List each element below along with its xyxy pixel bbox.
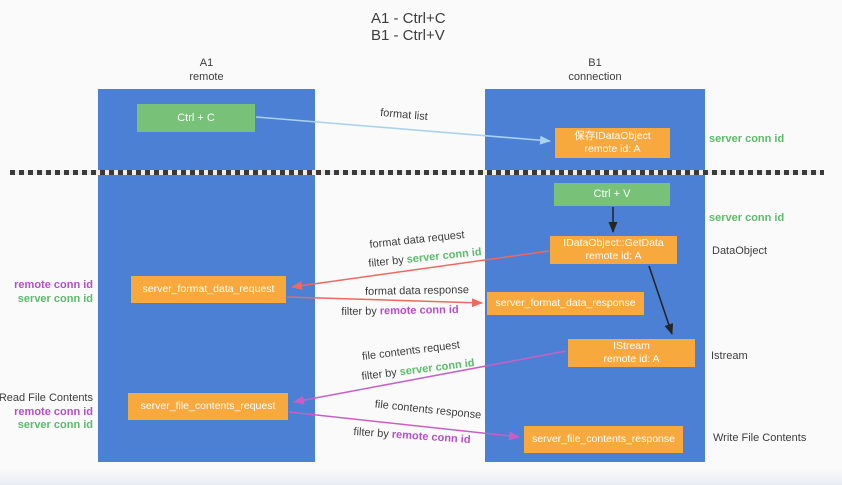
- label-format-data-response: format data response: [365, 284, 469, 298]
- remote-conn-id-text: remote conn id: [379, 303, 459, 318]
- label-file-contents-request: file contents request: [361, 339, 460, 363]
- title-line-1: A1 - Ctrl+C: [371, 10, 446, 27]
- label-server-conn-id-right-1: server conn id: [709, 133, 785, 145]
- title-line-2: B1 - Ctrl+V: [371, 27, 445, 44]
- node-server-format-data-response: server_format_data_response: [487, 292, 644, 315]
- filter-by-prefix: filter by: [341, 305, 377, 319]
- file-request-label: server_file_contents_request: [140, 400, 276, 412]
- file-contents-request-text: file contents request: [361, 339, 461, 363]
- label-dataobject: DataObject: [712, 245, 768, 257]
- node-server-format-data-request: server_format_data_request: [131, 276, 286, 303]
- ctrl-v-label: Ctrl + V: [593, 188, 631, 200]
- column-b1-subtitle: connection: [568, 71, 622, 83]
- label-remote-conn-id-left-1: remote conn id: [14, 279, 93, 291]
- column-a1-name: A1: [199, 57, 214, 69]
- remote-conn-id-text: remote conn id: [391, 428, 471, 447]
- label-write-file-contents: Write File Contents: [713, 432, 807, 444]
- node-istream: IStream remote id: A: [568, 339, 695, 367]
- file-contents-response-text: file contents response: [374, 398, 482, 422]
- filter-by-prefix: filter by: [353, 425, 390, 441]
- filter-by-prefix: filter by: [360, 366, 398, 383]
- istream-line1: IStream: [613, 340, 650, 352]
- label-server-conn-id-left-1: server conn id: [17, 292, 93, 305]
- format-data-response-text: format data response: [364, 284, 470, 298]
- node-save-dataobject: 保存IDataObject remote id: A: [555, 128, 670, 158]
- filter-by-prefix: filter by: [367, 254, 405, 270]
- format-response-label: server_format_data_response: [495, 297, 636, 309]
- label-server-conn-id-right-2: server conn id: [709, 212, 785, 224]
- save-dataobject-line1: 保存IDataObject: [574, 130, 651, 142]
- label-read-file-contents: Read File Contents: [0, 392, 93, 404]
- label-file-contents-response: file contents response: [374, 398, 482, 421]
- getdata-line2: remote id: A: [585, 250, 642, 262]
- file-response-label: server_file_contents_response: [531, 433, 675, 445]
- bottom-fade: [0, 469, 842, 485]
- label-format-data-request: format data request: [369, 229, 465, 251]
- getdata-line1: IDataObject::GetData: [563, 237, 664, 249]
- left-conn-id-stack-1: remote conn id server conn id: [14, 279, 93, 306]
- arrow-format-data-response: [286, 296, 483, 308]
- column-b1-name: B1: [588, 57, 602, 69]
- ctrl-c-label: Ctrl + C: [177, 111, 215, 124]
- server-conn-id-text: server conn id: [406, 246, 483, 266]
- save-dataobject-line2: remote id: A: [584, 143, 641, 155]
- column-header-b1: B1 connection: [485, 56, 705, 84]
- format-list-text: format list: [379, 106, 429, 124]
- dotted-divider: [10, 170, 824, 175]
- node-ctrl-v: Ctrl + V: [554, 183, 670, 206]
- diagram-title: A1 - Ctrl+C B1 - Ctrl+V: [371, 10, 446, 44]
- label-remote-conn-id-left-2: remote conn id: [14, 405, 93, 418]
- istream-line2: remote id: A: [603, 353, 660, 365]
- format-data-request-text: format data request: [368, 229, 466, 251]
- node-server-file-contents-response: server_file_contents_response: [524, 426, 683, 453]
- node-ctrl-c: Ctrl + C: [137, 104, 255, 132]
- label-istream: Istream: [711, 350, 748, 362]
- column-a1-subtitle: remote: [189, 71, 224, 83]
- label-server-conn-id-left-2: server conn id: [17, 419, 93, 431]
- column-header-a1: A1 remote: [98, 56, 315, 84]
- left-conn-id-stack-2: Read File Contents remote conn id server…: [0, 392, 93, 433]
- node-idataobject-getdata: IDataObject::GetData remote id: A: [550, 236, 677, 264]
- server-conn-id-text: server conn id: [399, 357, 476, 379]
- label-format-list: format list: [380, 107, 429, 123]
- format-request-label: server_format_data_request: [142, 283, 275, 295]
- node-server-file-contents-request: server_file_contents_request: [128, 393, 288, 420]
